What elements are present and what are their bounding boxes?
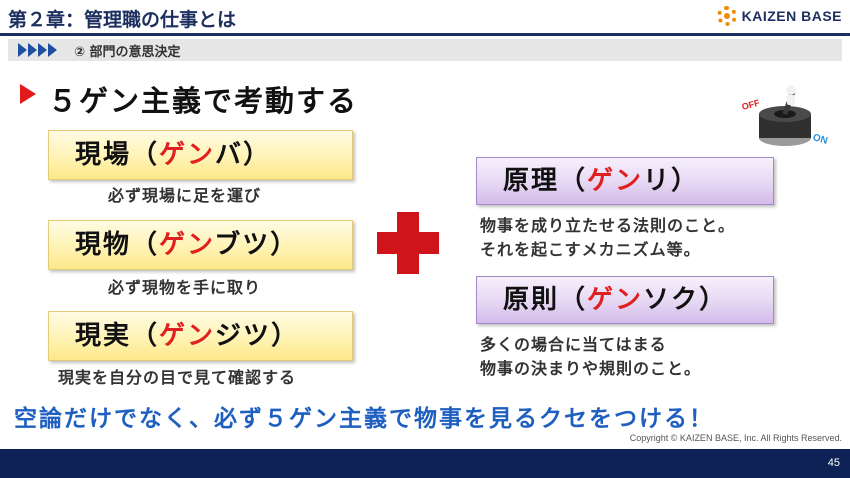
genri-description-line1: 物事を成り立たせる法則のこと。 xyxy=(480,216,736,235)
main-heading: ５ゲン主義で考動する xyxy=(48,84,359,118)
genbutsu-box: 現物（ゲンブツ） xyxy=(48,220,353,270)
genbutsu-kanji: 現物 xyxy=(75,230,132,260)
genri-kanji: 原理 xyxy=(503,166,560,196)
company-logo: KAIZEN BASE xyxy=(716,6,842,26)
gensoku-description-line2: 物事の決まりや規則のこと。 xyxy=(480,359,702,378)
gensoku-reading-rest: ソク xyxy=(643,285,700,315)
genba-box: 現場（ゲンバ） xyxy=(48,130,353,180)
open-paren: （ xyxy=(131,230,160,260)
gear-logo-icon xyxy=(716,6,737,26)
slide-header: 第２章：管理職の仕事とは KAIZEN BASE xyxy=(0,0,850,34)
gensoku-kanji: 原則 xyxy=(503,285,560,315)
slide-footer: 45 xyxy=(0,449,850,478)
close-paren: ） xyxy=(699,285,728,315)
genbutsu-reading-rest: ブツ xyxy=(214,230,271,260)
copyright-text: Copyright © KAIZEN BASE, Inc. All Rights… xyxy=(629,433,842,443)
open-paren: （ xyxy=(559,166,588,196)
open-paren: （ xyxy=(131,321,160,351)
open-paren: （ xyxy=(559,285,588,315)
gen-reading: ゲン xyxy=(159,230,215,260)
genba-description: 必ず現場に足を運び xyxy=(108,186,262,205)
genbutsu-description: 必ず現物を手に取り xyxy=(108,278,262,297)
genri-box: 原理（ゲンリ） xyxy=(476,157,774,205)
close-paren: ） xyxy=(271,321,300,351)
gen-reading: ゲン xyxy=(587,285,644,315)
gen-reading: ゲン xyxy=(587,166,644,196)
genjitsu-box: 現実（ゲンジツ） xyxy=(48,311,353,361)
conclusion-text: 空論だけでなく、必ず５ゲン主義で物事を見るクセをつける！ xyxy=(14,406,714,432)
gen-reading: ゲン xyxy=(159,321,216,351)
section-subheader: ② 部門の意思決定 xyxy=(8,39,842,61)
open-paren: （ xyxy=(131,140,160,170)
close-paren: ） xyxy=(671,166,700,196)
chevron-arrows-icon xyxy=(18,43,58,57)
gensoku-description-line1: 多くの場合に当てはまる xyxy=(480,335,667,354)
plus-icon xyxy=(377,212,439,274)
genjitsu-description: 現実を自分の目で見て確認する xyxy=(58,368,297,387)
chapter-title: 第２章：管理職の仕事とは xyxy=(8,9,237,31)
switch-off-label: OFF xyxy=(741,97,761,111)
section-title: ② 部門の意思決定 xyxy=(74,45,181,60)
gensoku-box: 原則（ゲンソク） xyxy=(476,276,774,324)
close-paren: ） xyxy=(243,140,272,170)
switch-on-label: ON xyxy=(811,132,828,147)
gen-reading: ゲン xyxy=(159,140,216,170)
genba-kanji: 現場 xyxy=(75,140,132,170)
genri-description-line2: それを起こすメカニズム等。 xyxy=(480,240,701,259)
logo-text: KAIZEN BASE xyxy=(741,8,842,24)
page-number: 45 xyxy=(827,457,840,469)
on-off-switch-icon: OFF ON xyxy=(741,85,829,147)
close-paren: ） xyxy=(270,230,299,260)
genri-reading-rest: リ xyxy=(643,166,672,196)
genjitsu-reading-rest: ジツ xyxy=(215,321,272,351)
arrow-bullet-icon xyxy=(20,84,36,104)
genjitsu-kanji: 現実 xyxy=(75,321,132,351)
header-divider xyxy=(0,33,850,36)
genba-reading-rest: バ xyxy=(215,140,244,170)
